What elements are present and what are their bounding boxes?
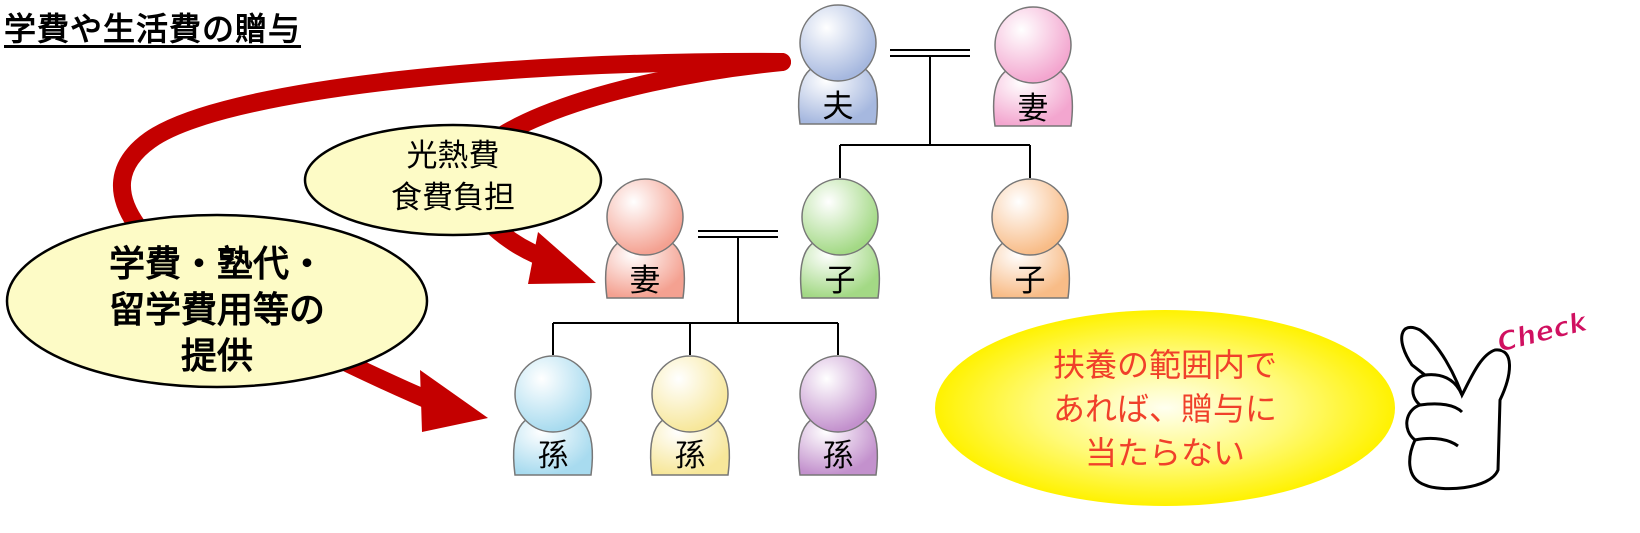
- arrow-head-wife: [528, 232, 596, 284]
- education-line-3: 提供: [181, 336, 253, 377]
- person-grandchild-3: 孫: [797, 355, 879, 476]
- note-bubble: 扶養の範囲内で あれば、贈与に 当たらない: [935, 310, 1395, 506]
- thumbs-up-check-icon: Check: [1400, 306, 1593, 491]
- family-tree-lines: [552, 49, 1031, 355]
- utilities-line-1: 光熱費: [407, 138, 500, 174]
- grandchild-3-label: 孫: [823, 438, 854, 474]
- husband-label: 夫: [823, 89, 854, 125]
- person-grandchild-1: 孫: [512, 355, 594, 476]
- utilities-bubble: 光熱費 食費負担: [303, 123, 603, 237]
- person-wife-middle: 妻: [604, 178, 686, 299]
- note-line-3: 当たらない: [1085, 434, 1245, 472]
- child-2-label: 子: [1015, 263, 1046, 299]
- person-husband: 夫: [797, 4, 879, 125]
- page-title: 学費や生活費の贈与: [4, 10, 302, 48]
- check-label: Check: [1494, 306, 1592, 359]
- education-line-1: 学費・塾代・: [109, 243, 325, 285]
- note-line-2: あれば、贈与に: [1053, 390, 1277, 428]
- arrow-head-grandchildren: [420, 370, 488, 432]
- education-bubble: 学費・塾代・ 留学費用等の 提供: [5, 213, 429, 389]
- education-line-2: 留学費用等の: [109, 289, 325, 331]
- person-child-2: 子: [989, 178, 1071, 299]
- child-1-label: 子: [825, 263, 856, 299]
- grandchild-2-label: 孫: [675, 438, 706, 474]
- wife-middle-label: 妻: [630, 263, 661, 299]
- note-line-1: 扶養の範囲内で: [1053, 346, 1277, 384]
- wife-top-label: 妻: [1018, 91, 1049, 127]
- person-grandchild-2: 孫: [649, 355, 731, 476]
- grandchild-1-label: 孫: [538, 438, 569, 474]
- utilities-line-2: 食費負担: [391, 180, 515, 216]
- person-wife-top: 妻: [992, 6, 1074, 127]
- person-child-1: 子: [799, 178, 881, 299]
